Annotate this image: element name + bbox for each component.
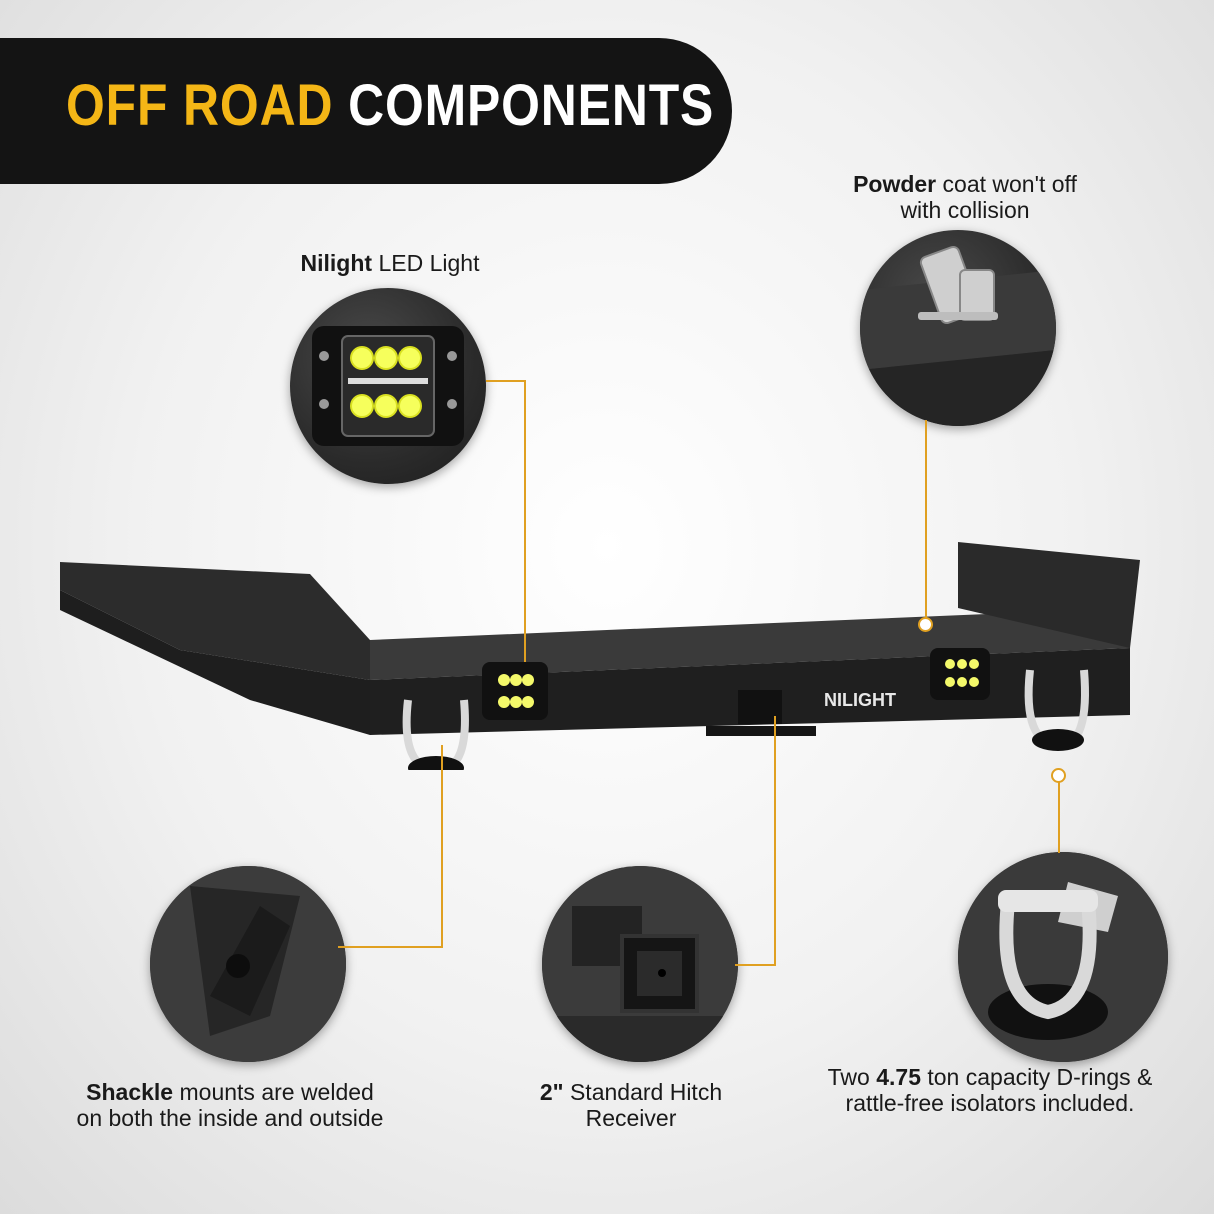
title-main: COMPONENTS — [348, 73, 715, 138]
d-ring-closeup — [958, 852, 1168, 1062]
shackle-callout-h — [338, 946, 443, 948]
powder-callout-v — [925, 420, 927, 618]
wrench-closeup — [860, 230, 1056, 426]
shackle-mount-closeup — [150, 866, 346, 1062]
title-accent: OFF ROAD — [66, 73, 334, 138]
header-banner: OFF ROAD COMPONENTS — [0, 38, 732, 184]
brand-logo: NILIGHT — [824, 690, 896, 710]
hitch-receiver-closeup — [542, 866, 738, 1062]
shackle-caption: Shackle mounts are welded on both the in… — [76, 1079, 384, 1131]
dring-callout-v — [1058, 776, 1060, 853]
hitch-caption: 2" Standard Hitch Receiver — [539, 1079, 723, 1131]
led-callout-h — [486, 380, 526, 382]
led-caption: Nilight LED Light — [300, 250, 480, 276]
led-callout-v — [524, 380, 526, 662]
hitch-callout-v — [774, 716, 776, 965]
bumper-image: NILIGHT — [60, 542, 1140, 770]
page-title: OFF ROAD COMPONENTS — [66, 72, 714, 139]
dring-callout-dot — [1051, 768, 1066, 783]
powder-caption: Powder coat won't off with collision — [853, 171, 1077, 223]
led-light-closeup — [290, 288, 486, 484]
drings-caption: Two 4.75 ton capacity D-rings & rattle-f… — [827, 1064, 1153, 1116]
hitch-callout-h — [735, 964, 776, 966]
powder-callout-dot — [918, 617, 933, 632]
shackle-callout-v — [441, 745, 443, 947]
